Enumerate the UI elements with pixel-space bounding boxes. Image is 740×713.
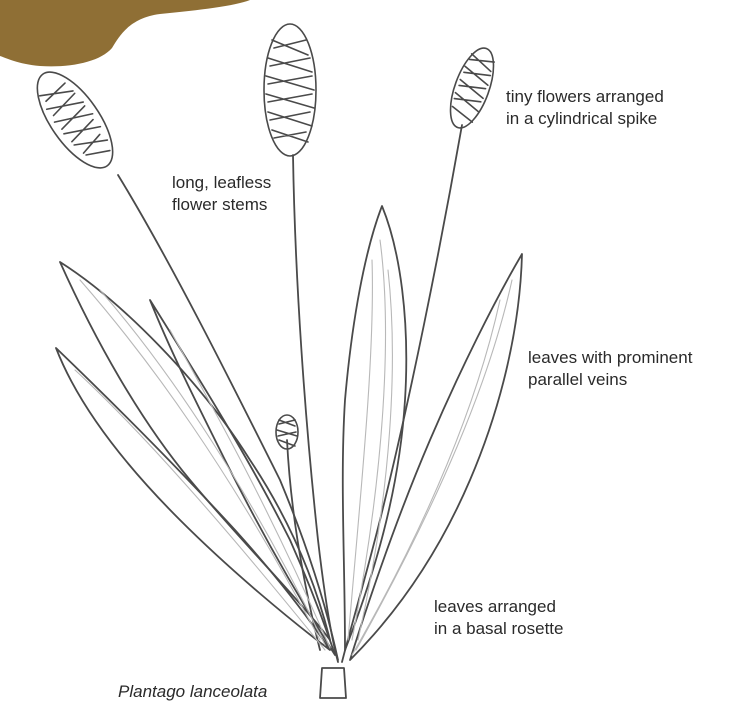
stem-right	[342, 125, 462, 662]
spike-right	[442, 43, 503, 134]
spike-left	[23, 60, 127, 179]
corner-blob	[0, 0, 250, 66]
stem-middle	[293, 155, 338, 662]
spike-middle	[264, 24, 316, 156]
root-base	[320, 668, 346, 698]
vein	[356, 280, 512, 650]
leaf-lower-left	[56, 348, 330, 650]
annotation-flower-spike: tiny flowers arranged in a cylindrical s…	[506, 86, 664, 130]
species-caption: Plantago lanceolata	[118, 682, 267, 702]
vein	[100, 290, 325, 645]
vein	[75, 370, 325, 650]
annotation-flower-stems: long, leafless flower stems	[172, 172, 271, 216]
leaf-inner-left	[150, 300, 335, 655]
annotation-leaf-veins: leaves with prominent parallel veins	[528, 347, 692, 391]
annotation-rosette: leaves arranged in a basal rosette	[434, 596, 563, 640]
vein	[170, 330, 330, 648]
